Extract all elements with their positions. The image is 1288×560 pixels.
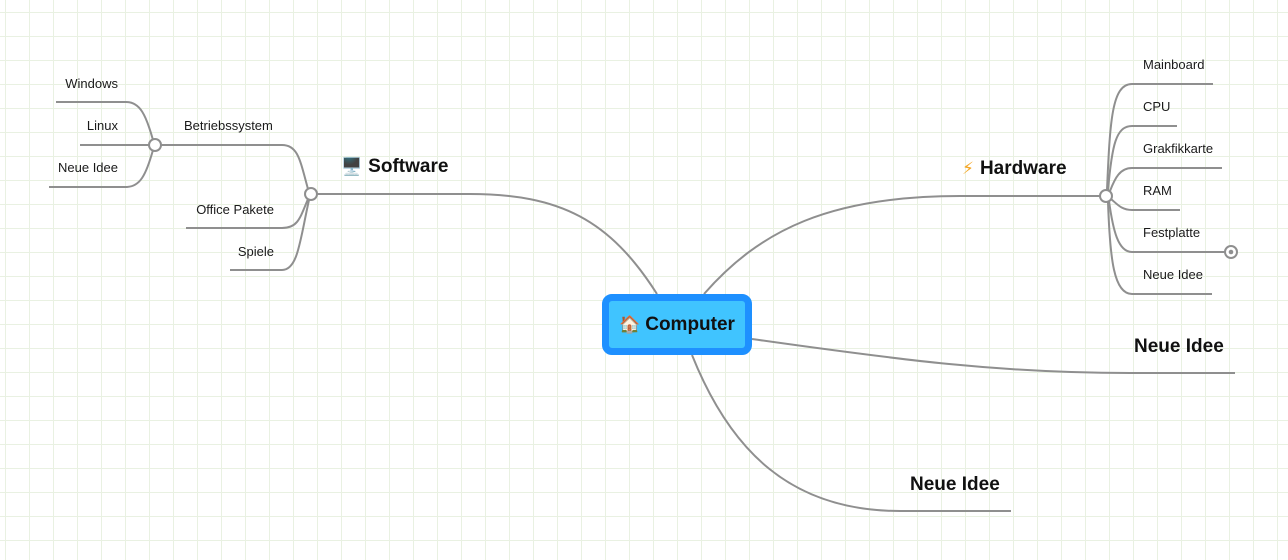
node-hardware-label: Hardware	[979, 158, 1067, 179]
node-cpu[interactable]: CPU	[1143, 99, 1171, 114]
node-ram[interactable]: RAM	[1143, 183, 1172, 198]
connector-software-spiele	[230, 199, 310, 271]
desktop-computer-icon: 🖥️	[341, 157, 363, 176]
connector-root-software	[317, 193, 658, 295]
node-neue-idee-right[interactable]: Neue Idee	[1134, 336, 1224, 357]
node-grafikkarte[interactable]: Grakfikkarte	[1143, 141, 1214, 156]
root-node-label: Computer	[645, 313, 735, 335]
connector-software-betriebssystem	[161, 144, 309, 190]
festplatte-collapsed-dot-icon	[1228, 249, 1234, 255]
node-betriebssystem[interactable]: Betriebssystem	[184, 118, 273, 133]
node-mainboard[interactable]: Mainboard	[1143, 57, 1205, 72]
node-festplatte[interactable]: Festplatte	[1143, 225, 1201, 240]
node-software-label: Software	[368, 156, 449, 177]
node-windows[interactable]: Windows	[65, 76, 118, 91]
node-hardware[interactable]: ⚡ Hardware	[962, 158, 1067, 180]
root-node-computer[interactable]: 🏠 Computer	[602, 294, 752, 355]
house-icon: 🏠	[619, 314, 641, 334]
betriebssystem-collapse-toggle[interactable]	[148, 138, 162, 152]
node-office-pakete[interactable]: Office Pakete	[196, 202, 274, 217]
node-spiele[interactable]: Spiele	[237, 244, 274, 259]
software-collapse-toggle[interactable]	[304, 187, 318, 201]
node-os-neue-idee[interactable]: Neue Idee	[58, 160, 118, 175]
connector-bs-neue-idee	[49, 149, 154, 188]
node-linux[interactable]: Linux	[86, 118, 118, 133]
connector-software-office	[186, 198, 309, 229]
node-neue-idee-bottom[interactable]: Neue Idee	[910, 474, 1000, 495]
node-software[interactable]: 🖥️ Software	[341, 156, 448, 178]
hardware-collapse-toggle[interactable]	[1099, 189, 1113, 203]
connector-root-hardware	[703, 195, 1100, 295]
connector-hw-grafikkarte	[1109, 167, 1222, 192]
lightning-icon: ⚡	[962, 159, 974, 178]
connector-root-idea1	[751, 338, 1235, 374]
connector-hw-festplatte	[1108, 200, 1225, 253]
connector-hw-neue-idee	[1107, 201, 1212, 295]
connector-bs-windows	[56, 101, 154, 141]
node-hw-neue-idee[interactable]: Neue Idee	[1143, 267, 1203, 282]
connector-hw-mainboard	[1106, 83, 1213, 191]
connector-hw-ram	[1110, 198, 1180, 211]
connector-hw-cpu	[1107, 125, 1177, 191]
connector-root-idea2	[691, 354, 1011, 512]
